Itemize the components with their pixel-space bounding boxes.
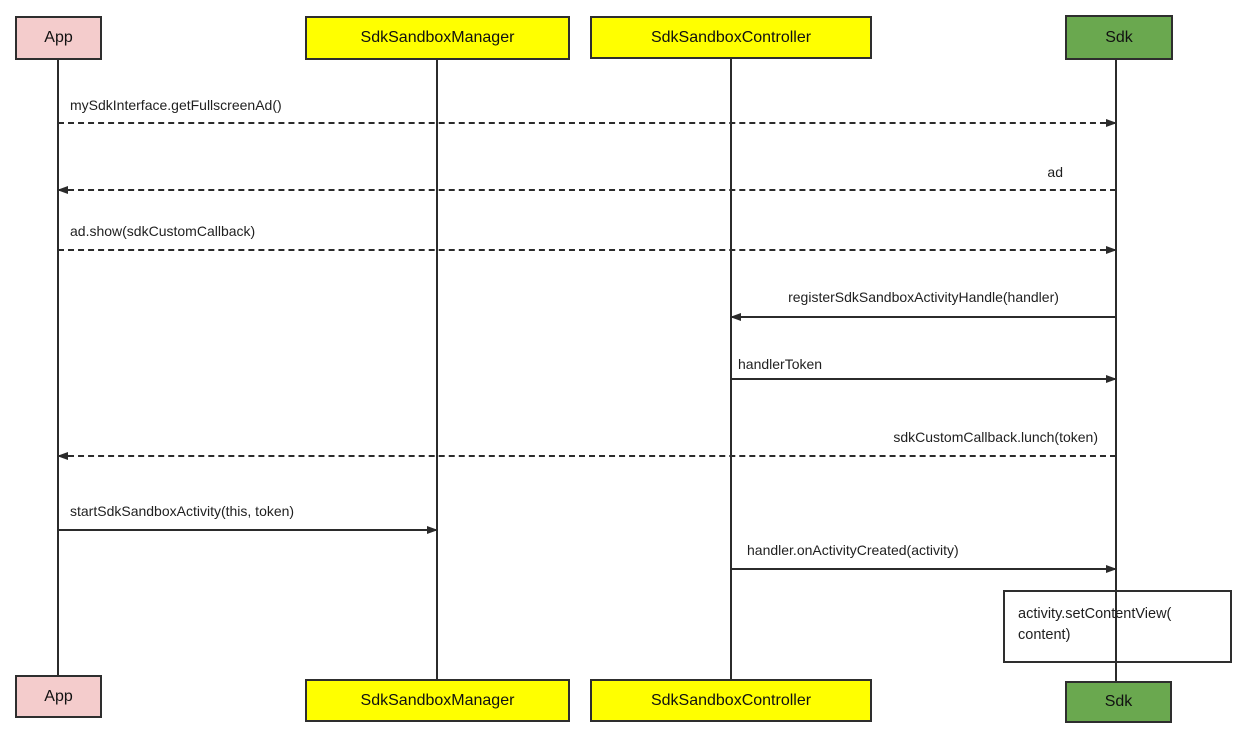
participant-sdk-label: Sdk — [1104, 693, 1133, 710]
participant-sdksandboxmanager-label: SdkSandboxManager — [360, 691, 515, 709]
lifeline-app — [57, 60, 59, 675]
message-line — [58, 249, 1116, 251]
note-line-2: content) — [1018, 627, 1071, 643]
lifeline-sdksandboxmanager — [436, 60, 438, 679]
message-line — [58, 189, 1116, 191]
participant-sdk-label: Sdk — [1105, 28, 1133, 46]
participant-sdksandboxcontroller-label: SdkSandboxController — [650, 28, 812, 46]
participant-sdksandboxmanager-top: SdkSandboxManager — [305, 16, 570, 60]
message-label: registerSdkSandboxActivityHandle(handler… — [788, 289, 1059, 305]
message-label: ad — [1047, 164, 1063, 180]
message-line — [731, 568, 1116, 570]
message-label: sdkCustomCallback.lunch(token) — [893, 429, 1098, 445]
message-label: ad.show(sdkCustomCallback) — [70, 223, 256, 239]
arrowhead-right-icon — [1106, 246, 1117, 254]
participant-sdksandboxmanager-bottom: SdkSandboxManager — [305, 679, 570, 722]
participant-sdksandboxcontroller-label: SdkSandboxController — [650, 691, 812, 709]
arrowhead-left-icon — [57, 186, 68, 194]
message-label: startSdkSandboxActivity(this, token) — [70, 503, 295, 519]
participant-app-top: App — [15, 16, 102, 60]
message-label: handlerToken — [738, 356, 823, 372]
message-line — [58, 122, 1116, 124]
lifeline-sdksandboxcontroller — [730, 59, 732, 679]
participant-sdksandboxmanager-label: SdkSandboxManager — [360, 29, 515, 46]
participant-sdk-top: Sdk — [1065, 15, 1173, 60]
note-line-1: activity.setContentView( — [1018, 606, 1172, 622]
arrowhead-right-icon — [1106, 119, 1117, 127]
arrowhead-left-icon — [730, 313, 741, 321]
message-label: handler.onActivityCreated(activity) — [747, 542, 959, 558]
participant-sdksandboxcontroller-bottom: SdkSandboxController — [590, 679, 872, 722]
arrowhead-right-icon — [1106, 375, 1117, 383]
arrowhead-left-icon — [57, 452, 68, 460]
participant-app-label: App — [44, 29, 73, 46]
participant-sdksandboxcontroller-top: SdkSandboxController — [590, 16, 872, 59]
message-line — [731, 378, 1116, 380]
message-label: mySdkInterface.getFullscreenAd() — [70, 97, 282, 113]
note-set-content-view: activity.setContentView( content) — [1003, 590, 1232, 663]
lifeline-sdk — [1115, 60, 1117, 681]
participant-app-label: App — [44, 687, 73, 705]
arrowhead-right-icon — [1106, 565, 1117, 573]
participant-sdk-bottom: Sdk — [1065, 681, 1172, 723]
message-line — [731, 316, 1116, 318]
participant-app-bottom: App — [15, 675, 102, 718]
message-line — [58, 529, 437, 531]
message-line — [58, 455, 1116, 457]
arrowhead-right-icon — [427, 526, 438, 534]
